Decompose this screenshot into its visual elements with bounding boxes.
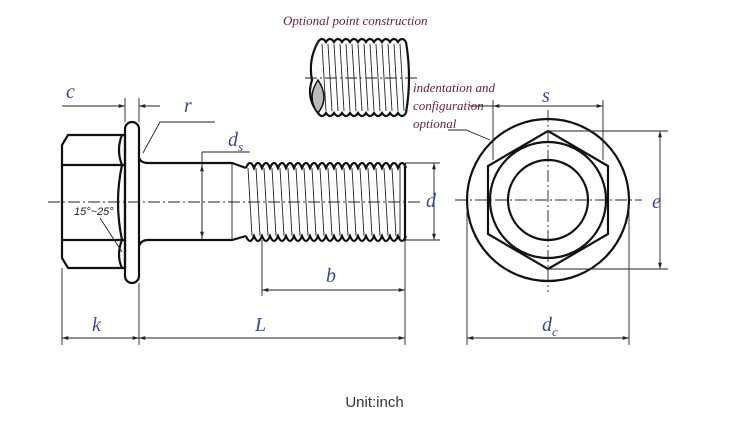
side-dimensions: c r ds d b k L <box>61 81 440 345</box>
indentation-note-line3: optional <box>413 116 457 131</box>
dim-ds-label: ds <box>228 129 243 154</box>
dim-k-label: k <box>92 314 102 336</box>
indentation-note-line2: configuration <box>413 98 484 113</box>
unit-label: Unit:inch <box>345 394 404 411</box>
bolt-side-view: 15°~25° <box>48 120 420 285</box>
dim-dc-label: dc <box>542 314 558 339</box>
dim-s-label: s <box>542 85 550 107</box>
dim-e-label: e <box>652 191 661 213</box>
optional-point-note: Optional point construction <box>283 13 427 28</box>
optional-point-inset: Optional point construction indentation … <box>283 13 508 141</box>
bolt-end-view: s e dc <box>455 85 668 345</box>
angle-label: 15°~25° <box>74 206 114 218</box>
dim-c-label: c <box>66 81 75 103</box>
dim-L-label: L <box>254 314 266 336</box>
dim-r-label: r <box>184 95 192 117</box>
dim-b-label: b <box>326 265 336 287</box>
dim-d-label: d <box>426 190 437 212</box>
indentation-note-line1: indentation and <box>413 80 495 95</box>
